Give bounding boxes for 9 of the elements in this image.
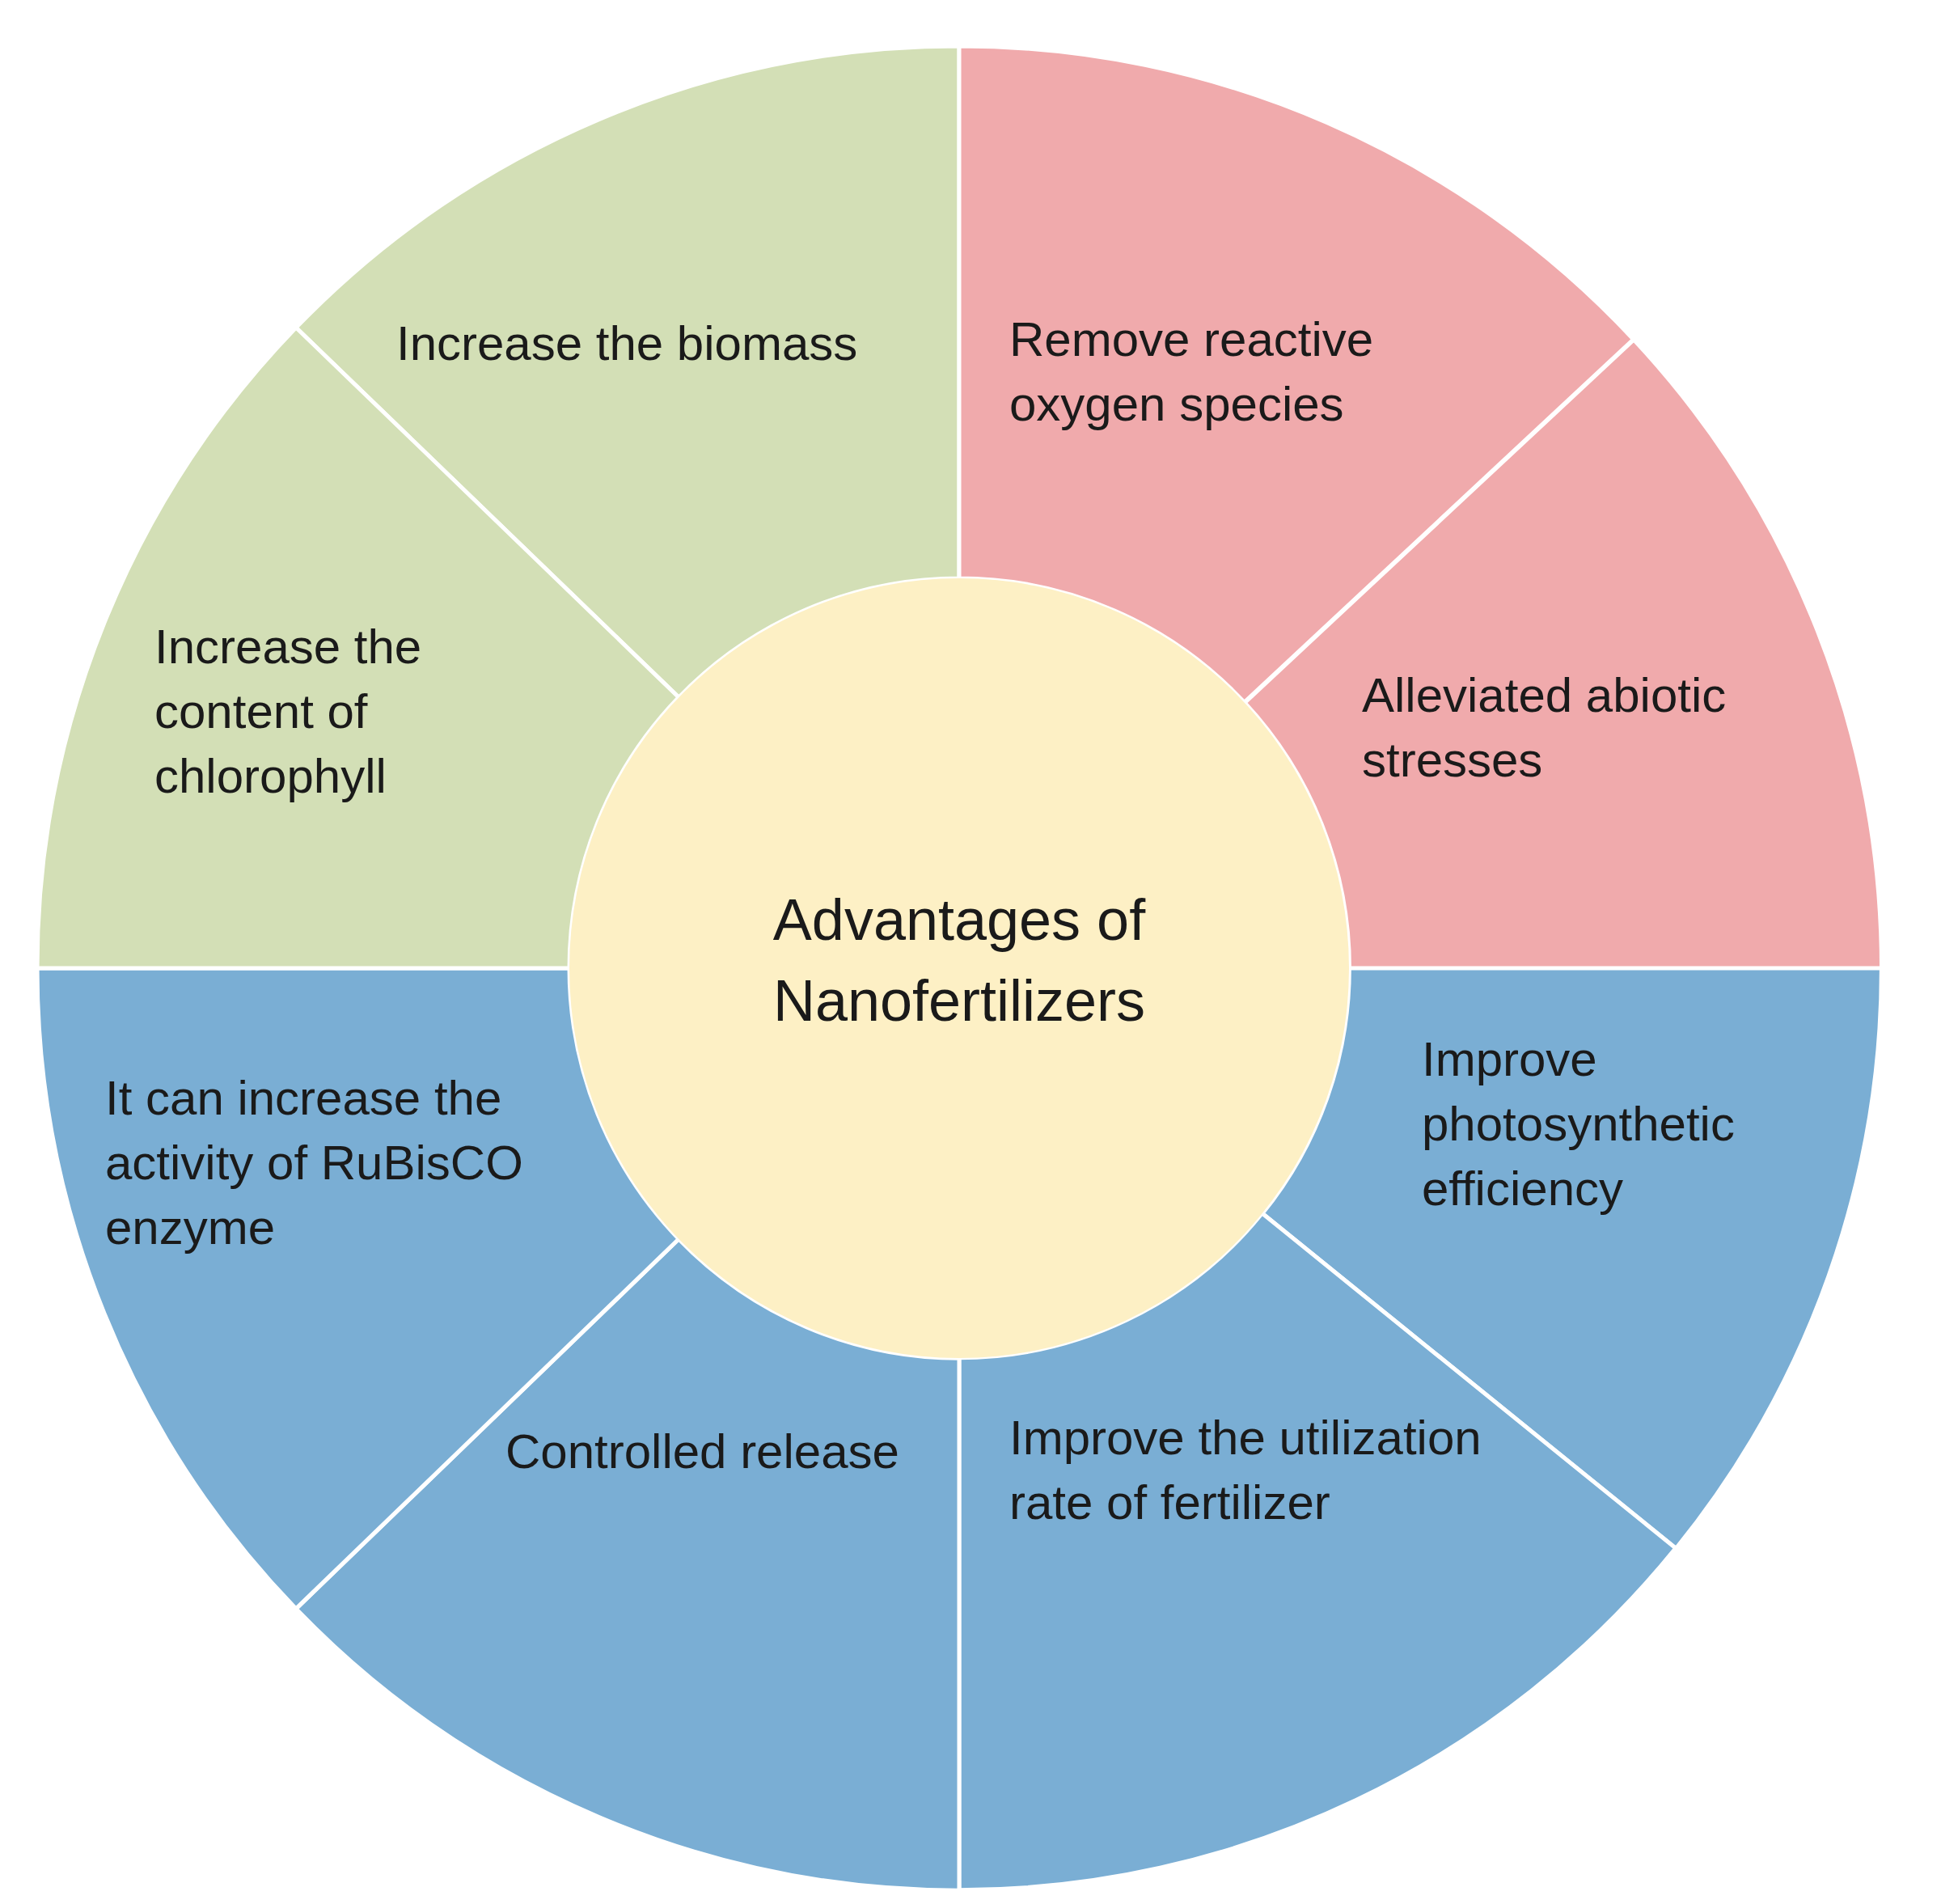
sector-text: Controlled release [505,1424,900,1480]
sector-text: It can increase the activity of RuBisCO enzyme [105,1070,524,1256]
center-title: Advantages of Nanofertilizers [772,886,1147,1035]
sector-text: Remove reactive oxygen species [1009,311,1375,433]
sector-text: Alleviated abiotic stresses [1362,667,1727,789]
sector-text: Increase the biomass [396,315,859,372]
sector-text: Increase the content of chlorophyll [154,619,423,805]
sector-text: Improve photosynthetic efficiency [1422,1031,1736,1217]
sector-text: Improve the utilization rate of fertilizer [1009,1410,1482,1531]
